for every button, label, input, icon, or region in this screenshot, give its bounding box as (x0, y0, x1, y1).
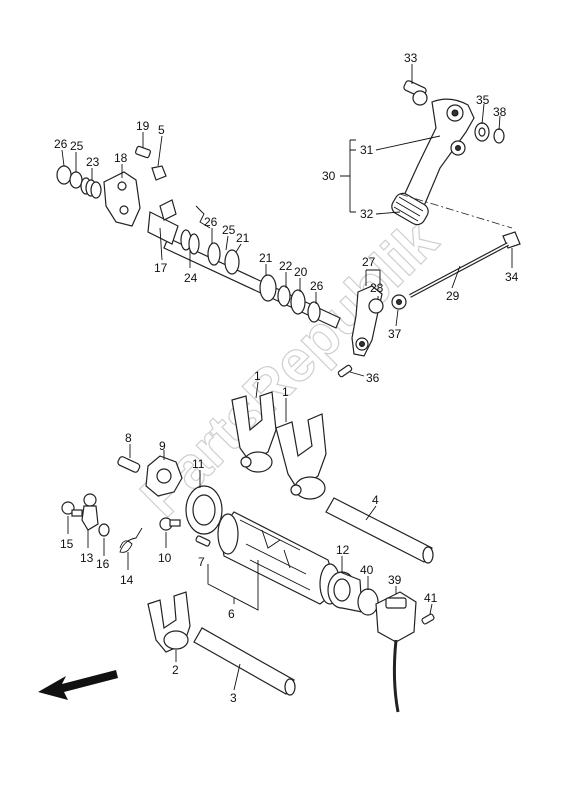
screw-41 (421, 613, 435, 625)
gearshift-cam (217, 511, 341, 605)
callout-17: 17 (154, 261, 168, 275)
callout-32: 32 (360, 207, 374, 221)
gearshift-shaft-assembly (56, 145, 341, 329)
callout-9: 9 (159, 439, 166, 453)
callout-29: 29 (446, 289, 460, 303)
fork-shaft-3 (193, 627, 296, 696)
callout-21-a: 21 (236, 231, 250, 245)
circlip-38 (493, 128, 505, 144)
rod-end-37 (391, 294, 407, 310)
callout-30: 30 (322, 169, 336, 183)
callout-22: 22 (279, 259, 293, 273)
callout-38: 38 (493, 105, 507, 119)
callout-21-b: 21 (259, 251, 273, 265)
cam-driven-gear-9 (145, 455, 183, 497)
callout-16: 16 (96, 557, 110, 571)
callout-23: 23 (86, 155, 100, 169)
callout-19: 19 (136, 119, 150, 133)
callout-26-a: 26 (54, 137, 68, 151)
o-ring-40 (357, 588, 379, 616)
shift-pedal-assembly (337, 80, 521, 378)
callout-28: 28 (370, 281, 384, 295)
callout-33: 33 (404, 51, 418, 65)
callout-36: 36 (366, 371, 380, 385)
shift-forks (147, 391, 327, 653)
callout-34: 34 (505, 270, 519, 284)
callout-14: 14 (120, 573, 134, 587)
callout-1-b: 1 (282, 385, 289, 399)
washer-16 (98, 523, 110, 537)
callout-24: 24 (184, 271, 198, 285)
callout-37: 37 (388, 327, 402, 341)
callout-20: 20 (294, 265, 308, 279)
callout-10: 10 (158, 551, 172, 565)
bolt-10 (159, 517, 181, 531)
cam-plate-18 (103, 171, 141, 227)
shift-pedal-arm (401, 98, 475, 215)
callout-labels: 33 35 38 31 30 32 34 27 28 29 37 36 19 5… (54, 51, 519, 705)
callout-18: 18 (114, 151, 128, 165)
callout-15: 15 (60, 537, 74, 551)
callout-12: 12 (336, 543, 350, 557)
fork-shaft-4 (325, 497, 434, 564)
pedal-bolt (403, 80, 428, 106)
callout-13: 13 (80, 551, 94, 565)
callout-6: 6 (228, 607, 235, 621)
callout-7: 7 (198, 555, 205, 569)
callout-4: 4 (372, 493, 379, 507)
callout-35: 35 (476, 93, 490, 107)
callout-11: 11 (192, 457, 205, 471)
callout-26-c: 26 (310, 279, 324, 293)
bearing-11 (185, 485, 223, 535)
bearing-12 (327, 571, 363, 613)
callout-5: 5 (158, 123, 165, 137)
callout-2: 2 (172, 663, 179, 677)
spring-14 (119, 527, 143, 553)
callout-39: 39 (388, 573, 402, 587)
front-direction-arrow (38, 670, 118, 700)
callout-25-a: 25 (70, 139, 84, 153)
callout-8: 8 (125, 431, 132, 445)
pedal-rubber (391, 192, 429, 226)
callout-1-a: 1 (254, 369, 261, 383)
gearshift-shaft (147, 199, 341, 329)
spring-23 (80, 177, 102, 199)
stopper-13 (81, 493, 99, 531)
pin-8 (117, 456, 141, 473)
leader-lines (61, 64, 513, 691)
callout-26-b: 26 (204, 215, 218, 229)
callout-25-b: 25 (222, 223, 236, 237)
callout-41: 41 (424, 591, 438, 605)
callout-31: 31 (360, 143, 374, 157)
callout-40: 40 (360, 563, 374, 577)
callout-3: 3 (230, 691, 237, 705)
callout-27: 27 (362, 255, 376, 269)
gear-position-switch-39 (375, 591, 417, 713)
pin-7 (195, 535, 211, 547)
bolt-15 (61, 501, 83, 517)
lever-bolt-36 (337, 364, 353, 378)
